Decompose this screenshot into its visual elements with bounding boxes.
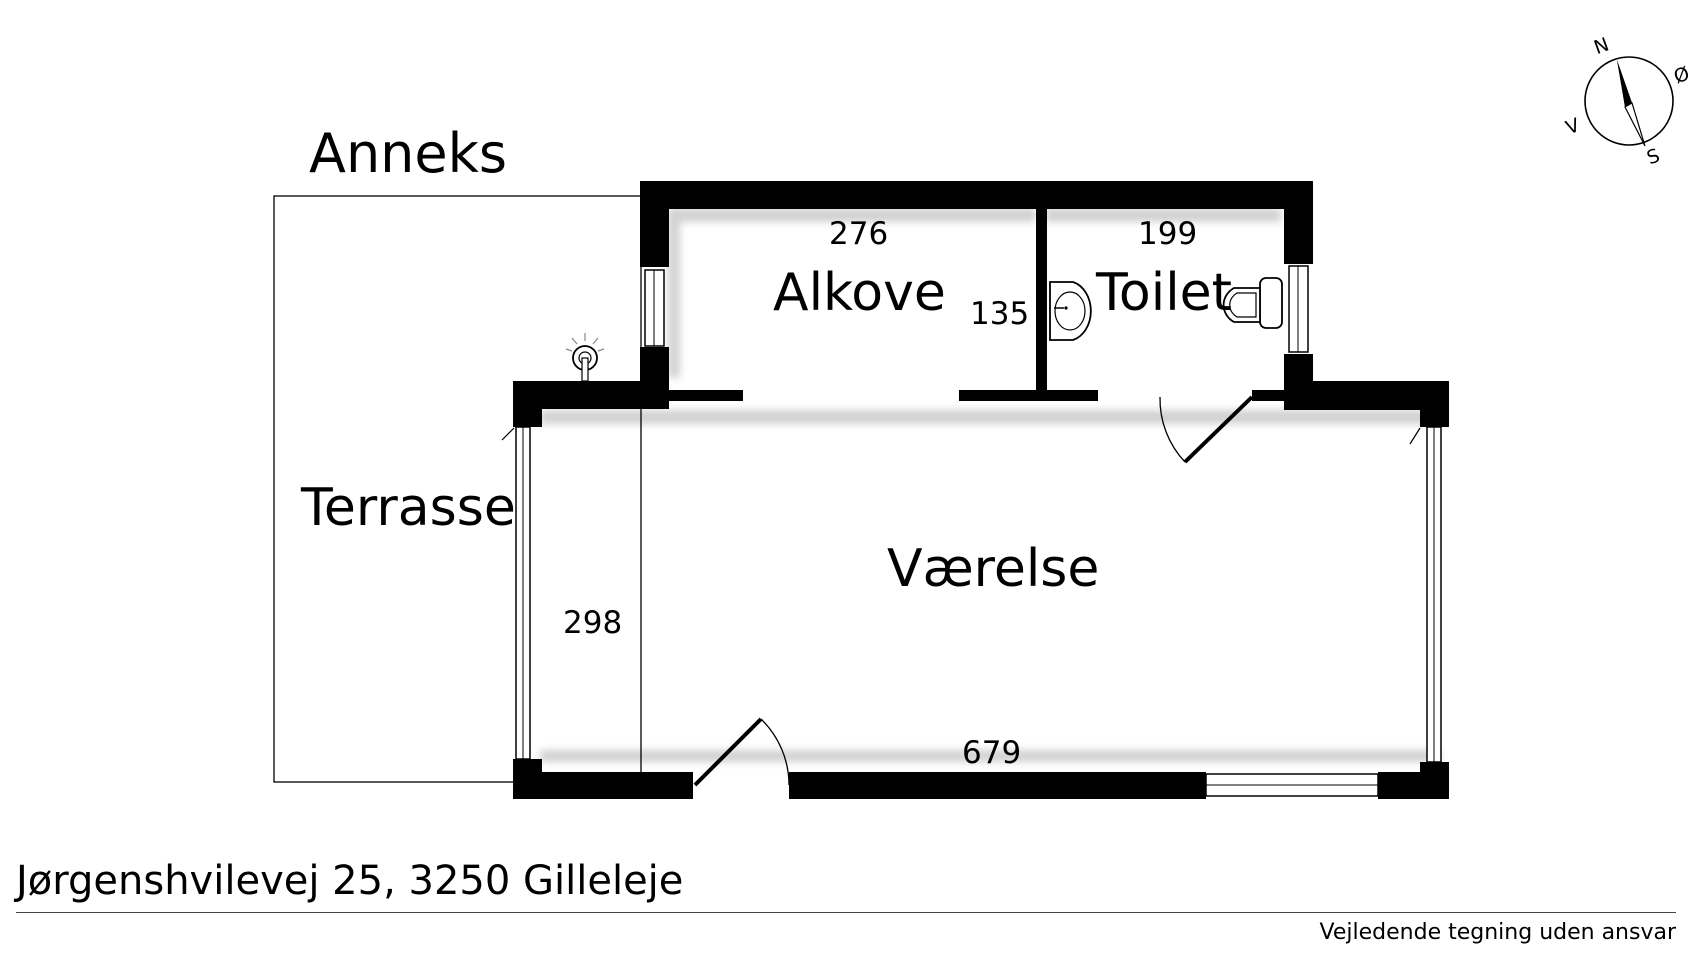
plan-title: Anneks	[309, 122, 507, 185]
dimension-vaerelse-width: 679	[962, 735, 1021, 771]
compass-west: V	[1563, 114, 1583, 139]
terrace-outline	[273, 195, 642, 783]
doors	[501, 395, 1421, 787]
dimension-vaerelse-depth: 298	[563, 605, 622, 641]
disclaimer-text: Vejledende tegning uden ansvar	[1319, 920, 1676, 945]
room-label-alkove: Alkove	[773, 263, 946, 323]
room-label-vaerelse: Værelse	[887, 539, 1099, 599]
compass-south: S	[1644, 145, 1663, 170]
wall-shadows	[540, 208, 1440, 762]
property-address: Jørgenshvilevej 25, 3250 Gilleleje	[16, 858, 684, 904]
compass-north: N	[1591, 33, 1612, 59]
room-label-toilet: Toilet	[1095, 263, 1232, 323]
compass-icon: N Ø S V	[1563, 33, 1693, 169]
sink-icon	[1049, 281, 1092, 341]
toilet-icon	[1222, 277, 1283, 329]
footer-divider	[16, 912, 1676, 913]
dimension-toilet-width: 199	[1138, 216, 1197, 252]
room-label-terrasse: Terrasse	[300, 478, 516, 538]
dimension-alkove-width: 276	[829, 216, 888, 252]
dimension-toilet-depth: 135	[970, 296, 1029, 332]
outdoor-lamp-icon	[565, 333, 605, 382]
walls	[513, 181, 1449, 799]
compass-east: Ø	[1671, 63, 1693, 89]
windows	[515, 265, 1442, 797]
